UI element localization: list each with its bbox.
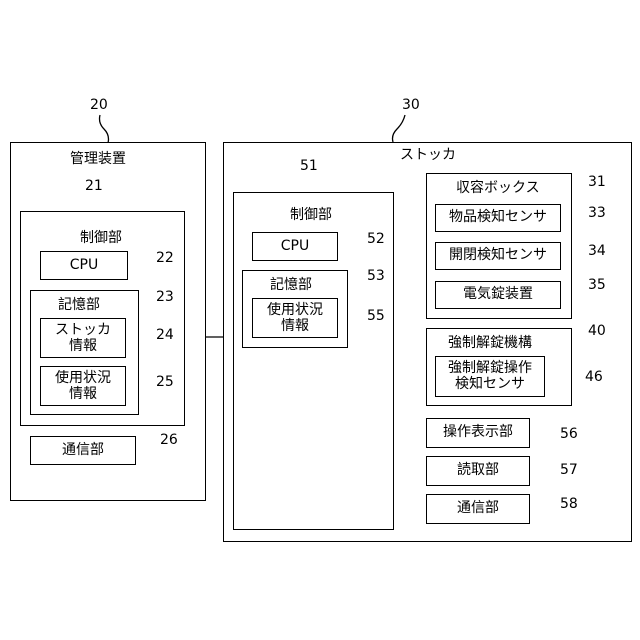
stocker-info-line1: ストッカ bbox=[41, 322, 125, 338]
leader-20 bbox=[100, 115, 109, 143]
management-comm-label: 通信部 bbox=[31, 437, 135, 463]
item-sensor-label: 物品検知センサ bbox=[436, 205, 560, 230]
ref-46: 46 bbox=[585, 369, 603, 385]
stocker-usage-info-line1: 使用状況 bbox=[253, 302, 337, 318]
forced-unlock-label: 強制解錠機構 bbox=[448, 335, 532, 351]
stocker-comm-label: 通信部 bbox=[427, 495, 529, 522]
ref-34: 34 bbox=[588, 243, 606, 259]
ref-57: 57 bbox=[560, 462, 578, 478]
ref-30: 30 bbox=[402, 97, 420, 113]
ref-21: 21 bbox=[85, 178, 103, 194]
stocker-info-line2: 情報 bbox=[41, 338, 125, 354]
reader-box: 読取部 bbox=[426, 456, 530, 486]
ref-40: 40 bbox=[588, 323, 606, 339]
ref-20: 20 bbox=[90, 97, 108, 113]
ref-51: 51 bbox=[300, 158, 318, 174]
ref-24: 24 bbox=[156, 327, 174, 343]
management-usage-info-box: 使用状況 情報 bbox=[40, 366, 126, 406]
stocker-comm-box: 通信部 bbox=[426, 494, 530, 524]
stocker-cpu-label: CPU bbox=[253, 233, 337, 259]
management-device-title: 管理装置 bbox=[70, 151, 126, 167]
stocker-title: ストッカ bbox=[400, 147, 456, 163]
stocker-cpu-box: CPU bbox=[252, 232, 338, 261]
ref-25: 25 bbox=[156, 374, 174, 390]
ref-33: 33 bbox=[588, 205, 606, 221]
electric-lock-label: 電気錠装置 bbox=[436, 282, 560, 307]
management-comm-box: 通信部 bbox=[30, 436, 136, 465]
management-memory-label: 記憶部 bbox=[58, 297, 100, 313]
stocker-usage-info-box: 使用状況 情報 bbox=[252, 298, 338, 338]
storage-box-label: 収容ボックス bbox=[456, 180, 540, 196]
stocker-info-box: ストッカ 情報 bbox=[40, 318, 126, 358]
ref-55: 55 bbox=[367, 308, 385, 324]
forced-sensor-box: 強制解錠操作 検知センサ bbox=[435, 356, 545, 397]
forced-sensor-line1: 強制解錠操作 bbox=[436, 360, 544, 376]
ref-58: 58 bbox=[560, 496, 578, 512]
ref-26: 26 bbox=[160, 432, 178, 448]
ref-53: 53 bbox=[367, 268, 385, 284]
ref-23: 23 bbox=[156, 289, 174, 305]
ref-56: 56 bbox=[560, 426, 578, 442]
management-usage-info-line1: 使用状況 bbox=[41, 370, 125, 386]
open-sensor-box: 開閉検知センサ bbox=[435, 242, 561, 270]
electric-lock-box: 電気錠装置 bbox=[435, 281, 561, 309]
management-control-label: 制御部 bbox=[80, 230, 122, 246]
stocker-control-label: 制御部 bbox=[290, 207, 332, 223]
reader-label: 読取部 bbox=[427, 457, 529, 484]
ref-52: 52 bbox=[367, 231, 385, 247]
ref-31: 31 bbox=[588, 174, 606, 190]
leader-30 bbox=[393, 115, 406, 142]
open-sensor-label: 開閉検知センサ bbox=[436, 243, 560, 268]
management-usage-info-line2: 情報 bbox=[41, 386, 125, 402]
forced-sensor-line2: 検知センサ bbox=[436, 376, 544, 392]
management-cpu-label: CPU bbox=[41, 252, 127, 278]
ref-35: 35 bbox=[588, 277, 606, 293]
management-cpu-box: CPU bbox=[40, 251, 128, 280]
stocker-memory-label: 記憶部 bbox=[270, 277, 312, 293]
display-box: 操作表示部 bbox=[426, 418, 530, 448]
ref-22: 22 bbox=[156, 250, 174, 266]
stocker-usage-info-line2: 情報 bbox=[253, 318, 337, 334]
item-sensor-box: 物品検知センサ bbox=[435, 204, 561, 232]
display-label: 操作表示部 bbox=[427, 419, 529, 446]
